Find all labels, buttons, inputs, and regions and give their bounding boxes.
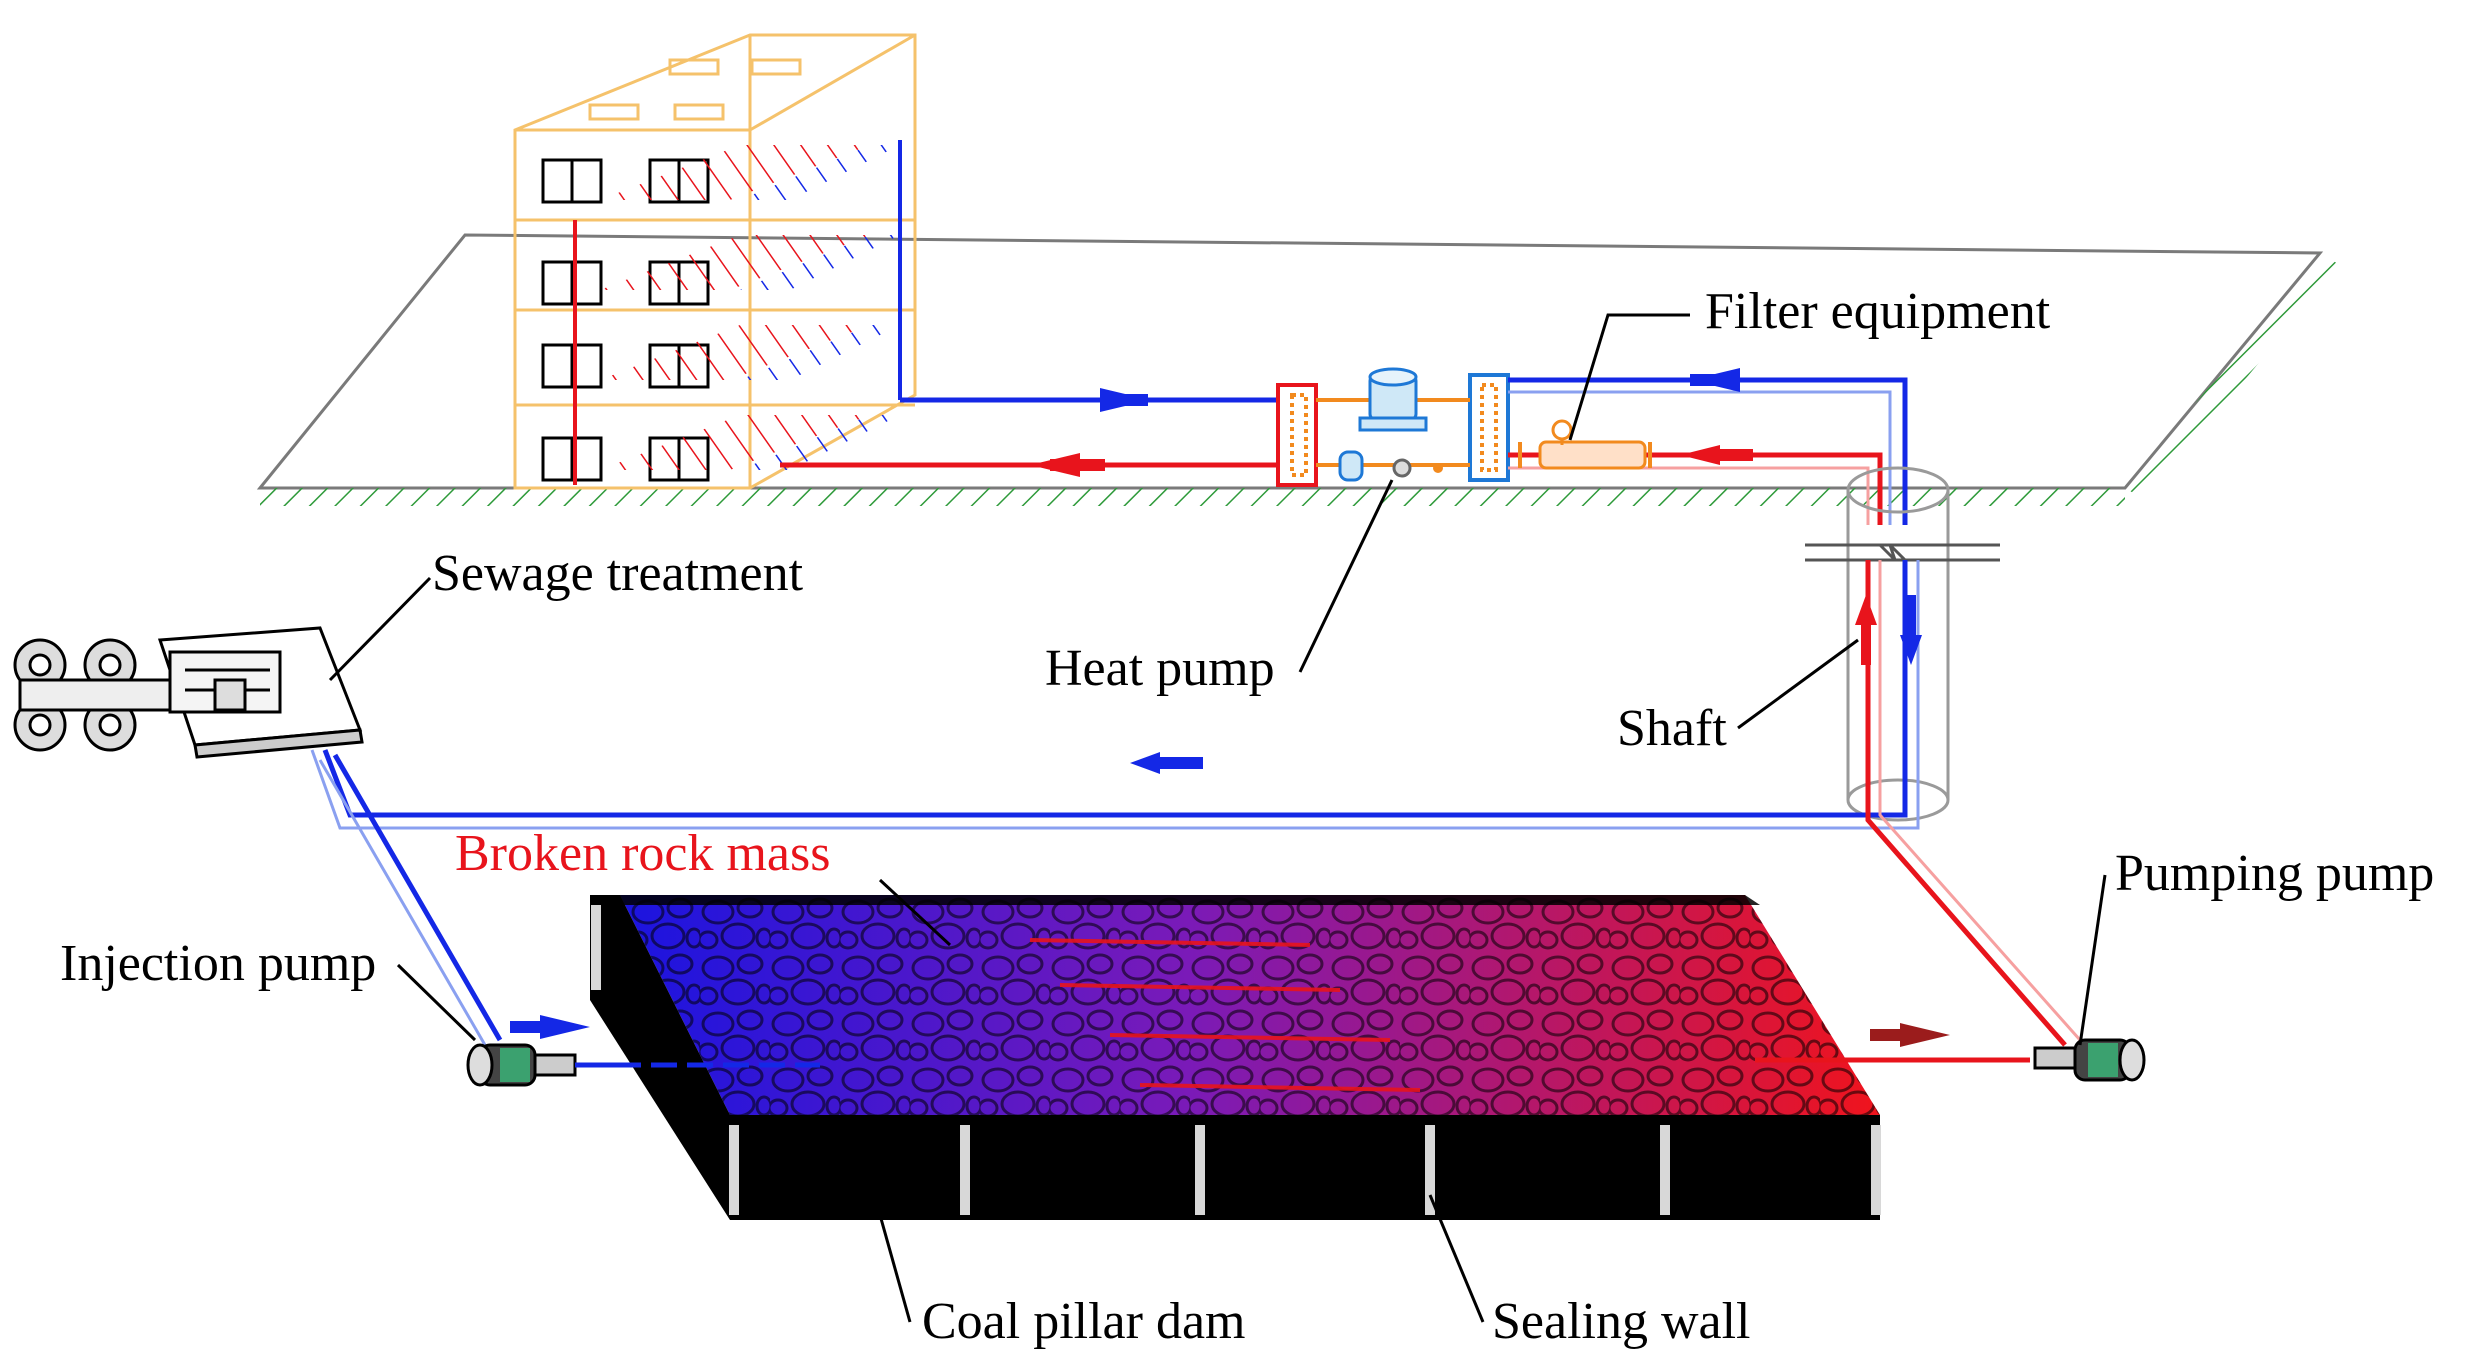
floor-heating-coils [600, 145, 900, 470]
production-pipe [1865, 805, 2082, 1047]
pumping-pump-icon [2033, 1038, 2146, 1082]
building-pipes [780, 388, 1280, 477]
label-pumping-pump: Pumping pump [2115, 845, 2434, 902]
label-shaft: Shaft [1617, 700, 1727, 757]
building [513, 33, 917, 490]
leader-lines [328, 313, 2107, 1323]
label-filter-equipment: Filter equipment [1705, 283, 2051, 340]
filter-equipment [1508, 368, 1908, 525]
shaft [1805, 466, 2000, 822]
heat-pump-unit [1276, 367, 1510, 487]
sewage-treatment-unit [13, 626, 364, 759]
label-coal-pillar-dam: Coal pillar dam [922, 1293, 1245, 1350]
label-broken-rock-mass: Broken rock mass [455, 825, 830, 882]
label-heat-pump: Heat pump [1045, 640, 1275, 697]
injection-pump-icon [466, 1043, 615, 1087]
label-sealing-wall: Sealing wall [1492, 1293, 1751, 1350]
return-pipe [310, 749, 1920, 1046]
label-injection-pump: Injection pump [60, 935, 376, 992]
broken-rock-reservoir [510, 895, 2030, 1220]
label-sewage-treatment: Sewage treatment [432, 545, 804, 602]
